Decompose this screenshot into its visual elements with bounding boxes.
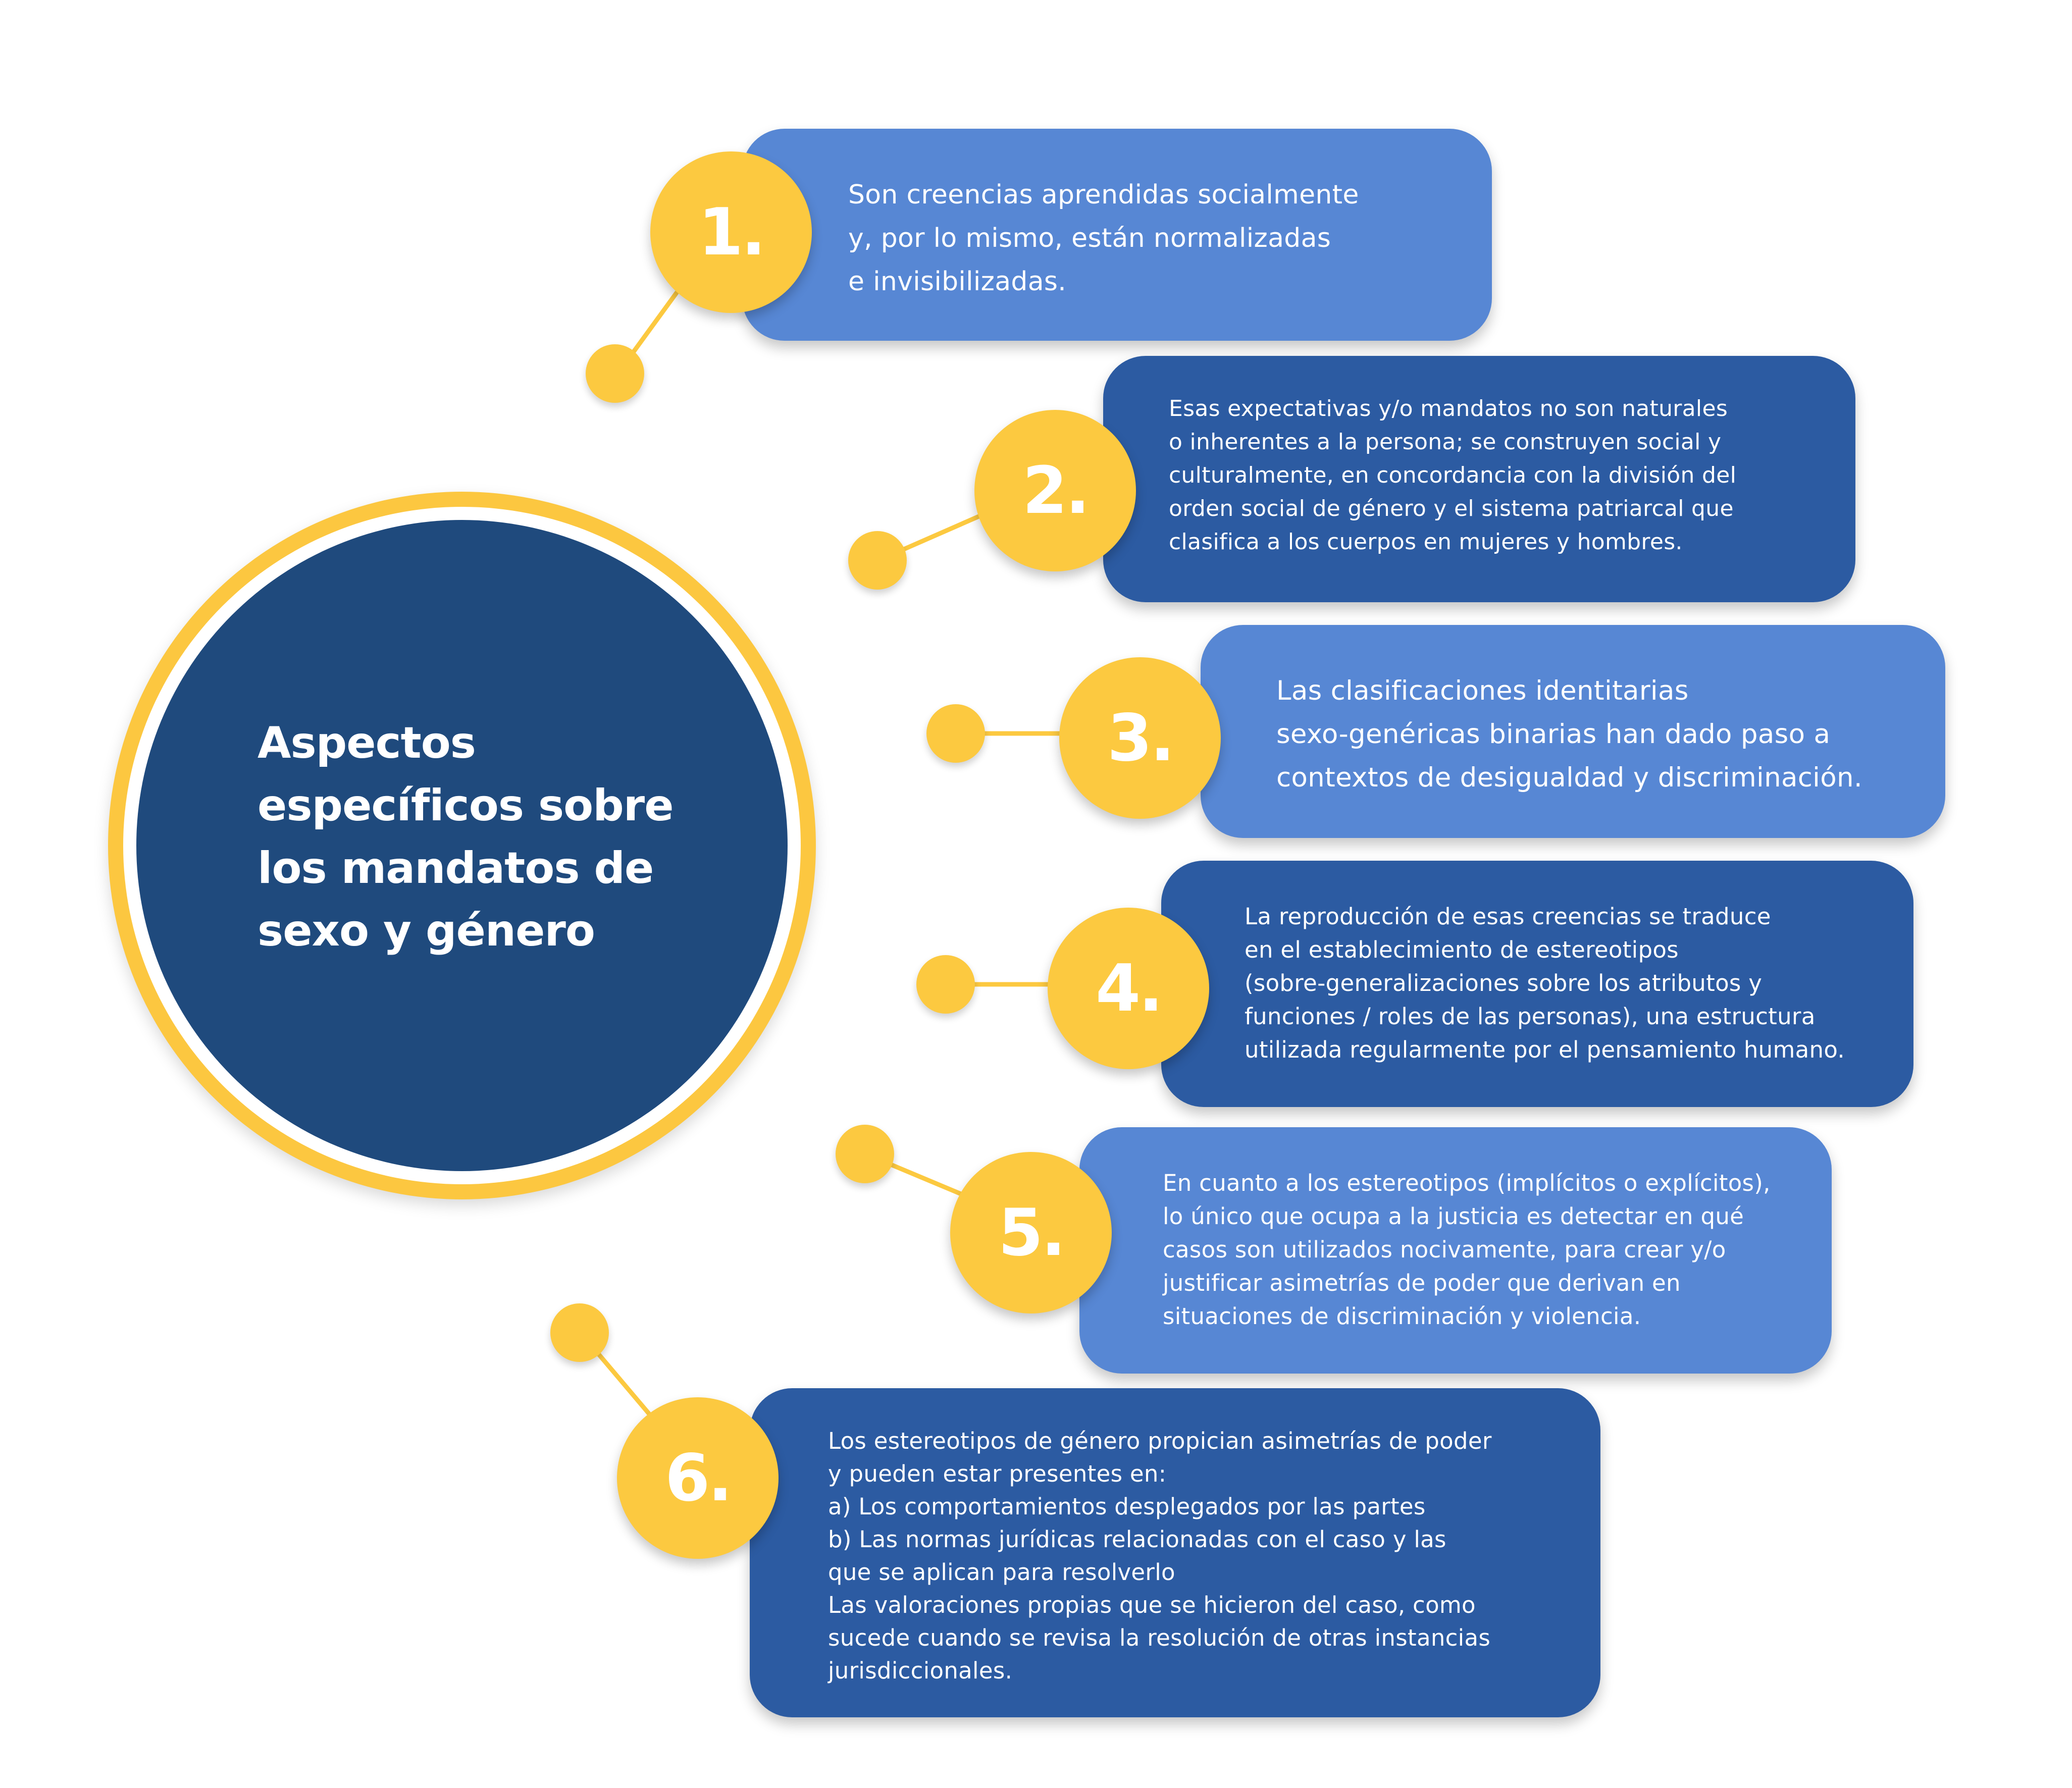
card-1: Son creencias aprendidas socialmente y, … bbox=[742, 129, 1492, 341]
number-badge-3: 3. bbox=[1059, 657, 1221, 819]
card-5: En cuanto a los estereotipos (implícitos… bbox=[1079, 1127, 1832, 1374]
number-badge-6: 6. bbox=[617, 1397, 779, 1559]
card-2-text: Esas expectativas y/o mandatos no son na… bbox=[1169, 396, 1737, 555]
hub-circle: Aspectos específicos sobre los mandatos … bbox=[136, 520, 788, 1171]
number-badge-2: 2. bbox=[974, 410, 1136, 571]
number-badge-4: 4. bbox=[1048, 908, 1209, 1069]
connector-dot-4 bbox=[916, 955, 975, 1014]
card-1-text: Son creencias aprendidas socialmente y, … bbox=[848, 180, 1359, 297]
card-6: Los estereotipos de género propician asi… bbox=[750, 1388, 1600, 1717]
card-4: La reproducción de esas creencias se tra… bbox=[1161, 861, 1913, 1107]
number-badge-5: 5. bbox=[950, 1152, 1112, 1313]
card-2: Esas expectativas y/o mandatos no son na… bbox=[1103, 356, 1855, 602]
hub-title: Aspectos específicos sobre los mandatos … bbox=[257, 718, 674, 956]
connector-dot-6 bbox=[550, 1303, 609, 1362]
number-badge-1: 1. bbox=[650, 151, 812, 313]
card-6-text: Los estereotipos de género propician asi… bbox=[828, 1428, 1492, 1684]
card-4-text: La reproducción de esas creencias se tra… bbox=[1245, 903, 1845, 1063]
connector-dot-2 bbox=[848, 531, 907, 590]
connector-dot-5 bbox=[836, 1125, 894, 1183]
card-3-text: Las clasificaciones identitarias sexo-ge… bbox=[1276, 675, 1862, 793]
connector-dot-3 bbox=[926, 704, 985, 763]
connector-dot-1 bbox=[586, 344, 644, 403]
card-3: Las clasificaciones identitarias sexo-ge… bbox=[1201, 625, 1945, 838]
card-5-text: En cuanto a los estereotipos (implícitos… bbox=[1163, 1170, 1771, 1330]
